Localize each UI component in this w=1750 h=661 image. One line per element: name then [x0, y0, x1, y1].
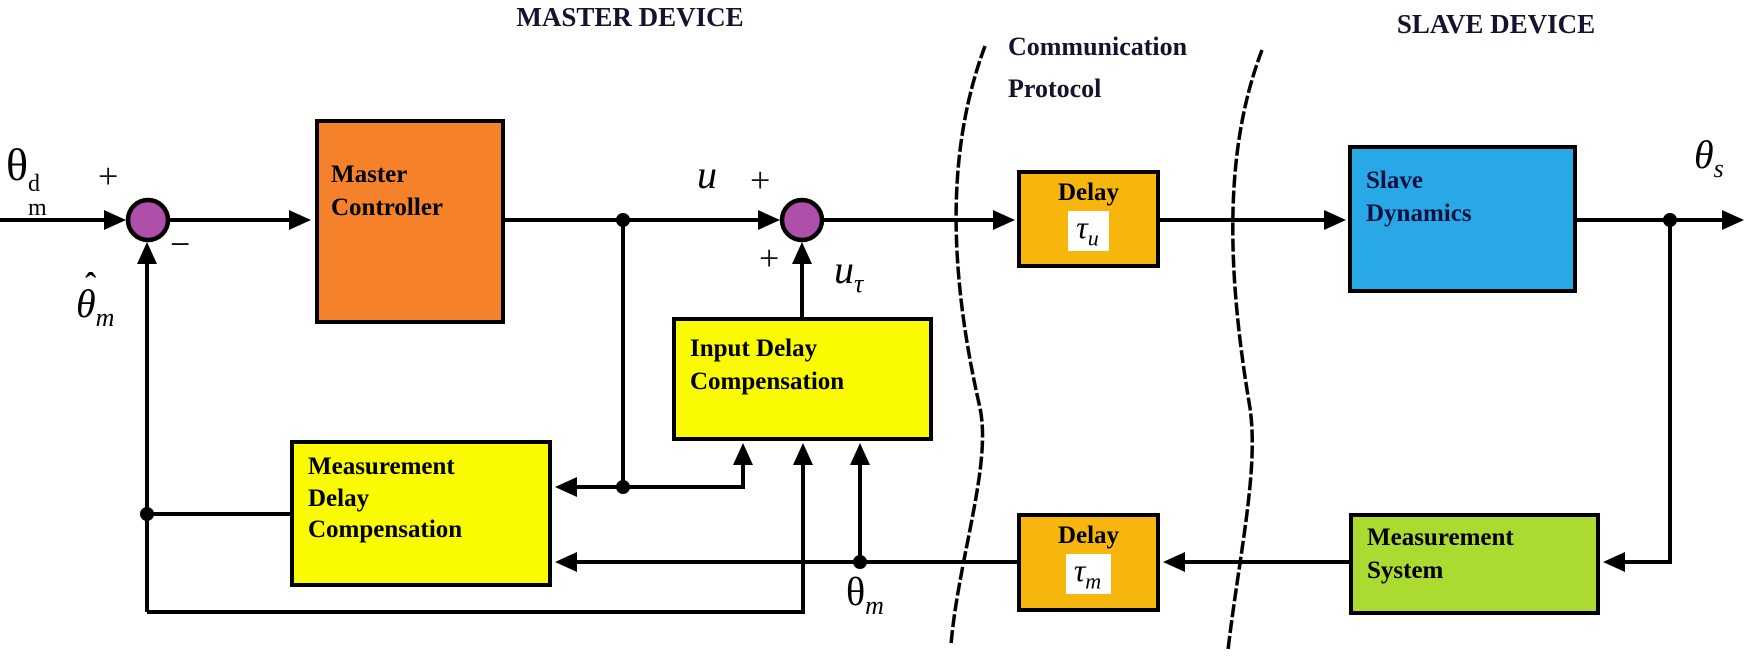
comm-wavy-line-left — [949, 45, 987, 646]
summing-junction-2 — [779, 197, 825, 243]
theta-s-symbol: θ — [1694, 132, 1714, 177]
arrow-into-idc-right — [850, 443, 870, 465]
theta-superscript-d: d — [28, 170, 41, 197]
u-tau-symbol: u — [834, 247, 854, 292]
branch-dot-theta-s — [1663, 213, 1677, 227]
theta-subscript-m: m — [28, 194, 47, 221]
arrow-into-slave-dynamics — [1324, 210, 1346, 230]
block-measurement-delay-compensation: Measurement Delay Compensation — [290, 440, 552, 587]
u-tau-label: uτ — [834, 250, 863, 297]
arrow-into-sum2-left — [758, 210, 780, 230]
block-measurement-system: Measurement System — [1349, 513, 1600, 615]
block-input-delay-compensation: Input Delay Compensation — [672, 317, 933, 441]
arrow-into-measurement-system — [1603, 552, 1625, 572]
arrowheads — [104, 210, 1744, 572]
sum2-plus-bottom-sign: + — [759, 238, 780, 278]
arrow-into-idc-middle — [793, 443, 813, 465]
arrow-into-sum2-bottom — [792, 242, 812, 264]
arrow-into-mdc-lower — [555, 552, 577, 572]
u-branch-line — [575, 220, 745, 489]
block-slave-dynamics: Slave Dynamics — [1348, 145, 1577, 293]
u-label: u — [697, 155, 717, 195]
hat-accent: ˆ — [85, 267, 97, 304]
arrow-into-idc-left — [733, 443, 753, 465]
theta-hat-bottom-line — [147, 462, 805, 614]
arrow-into-master-controller — [289, 210, 311, 230]
branch-dot-u — [616, 213, 630, 227]
sum1-minus-sign: − — [170, 224, 191, 264]
theta-m-label: θm — [846, 572, 884, 619]
tau-u-symbol: τ — [1076, 208, 1088, 245]
theta-hat-symbol: θ — [76, 281, 96, 326]
slave-device-title: SLAVE DEVICE — [1396, 9, 1596, 39]
summing-junction-1 — [125, 197, 171, 243]
u-tau-subscript: τ — [854, 269, 864, 299]
master-device-title: MASTER DEVICE — [516, 2, 744, 32]
arrow-into-delay-m — [1163, 552, 1185, 572]
theta-symbol: θ — [6, 139, 29, 190]
sum1-plus-sign: + — [98, 156, 119, 196]
branch-dot-theta-hat — [140, 507, 154, 521]
delay-u-label: Delay — [1057, 179, 1120, 206]
delay-m-label: Delay — [1057, 522, 1120, 549]
block-delay-tau-m: Delay τm — [1017, 513, 1160, 612]
block-master-controller: Master Controller — [315, 119, 505, 324]
theta-s-label: θs — [1694, 135, 1724, 182]
delay-u-value: τu — [1068, 208, 1109, 252]
tau-m-subscript: m — [1085, 568, 1102, 594]
theta-hat-subscript: m — [95, 303, 115, 333]
arrow-into-delay-u — [993, 210, 1015, 230]
theta-m-subscript: m — [865, 591, 884, 621]
branch-dot-u-lower — [616, 480, 630, 494]
arrow-into-sum1 — [104, 210, 126, 230]
tau-u-subscript: u — [1087, 225, 1099, 251]
branch-dot-theta-m — [853, 555, 867, 569]
delay-m-value: τm — [1065, 551, 1112, 595]
arrow-into-sum1-bottom — [137, 242, 157, 264]
communication-protocol-title: Communication Protocol — [1008, 32, 1188, 103]
slave-feedback-line — [1623, 220, 1672, 564]
block-delay-tau-u: Delay τu — [1017, 170, 1160, 268]
arrow-into-mdc-upper — [555, 477, 577, 497]
comm-wavy-line-right — [1226, 49, 1264, 651]
theta-m-symbol: θ — [846, 569, 866, 614]
tau-m-symbol: τ — [1073, 551, 1086, 588]
branch-dots — [140, 213, 1677, 569]
theta-s-subscript: s — [1713, 154, 1724, 184]
u-symbol: u — [697, 152, 717, 197]
sum2-plus-left-sign: + — [750, 160, 771, 200]
arrow-theta-s-output — [1722, 210, 1744, 230]
